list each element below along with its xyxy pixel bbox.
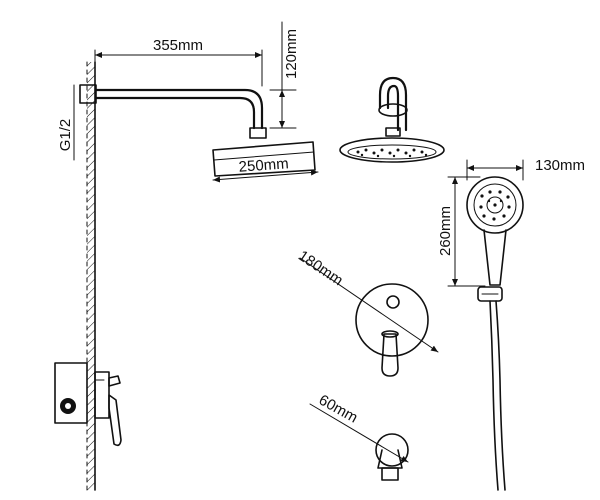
dimension-handshower-width: 130mm — [466, 157, 585, 181]
dimension-arm-length: 355mm — [94, 37, 263, 87]
dimension-arm-drop: 120mm — [269, 21, 300, 129]
dimension-thread: G1/2 — [57, 84, 75, 161]
outlet-diameter-label: 60mm — [316, 392, 361, 427]
handshower-width-label: 130mm — [535, 157, 585, 174]
mixer-plate — [355, 283, 429, 377]
shower-arm — [79, 84, 267, 139]
dimension-plate: 180mm — [295, 247, 439, 353]
showerhead-diameter-label: 250mm — [238, 155, 289, 175]
dimension-handshower-height: 260mm — [437, 176, 486, 287]
thread-label: G1/2 — [57, 119, 74, 152]
arm-drop-label: 120mm — [283, 29, 300, 79]
dimension-showerhead: 250mm — [212, 155, 319, 183]
mixer-side-view — [54, 362, 122, 447]
handshower-height-label: 260mm — [437, 206, 454, 256]
arm-length-label: 355mm — [153, 37, 203, 54]
shower-hose — [489, 300, 506, 491]
wall — [86, 61, 96, 491]
rain-showerhead-perspective — [339, 76, 445, 163]
dimension-outlet: 60mm — [309, 392, 409, 463]
plate-diameter-label: 180mm — [295, 247, 346, 289]
hand-shower — [466, 176, 524, 302]
wall-outlet — [375, 433, 409, 481]
